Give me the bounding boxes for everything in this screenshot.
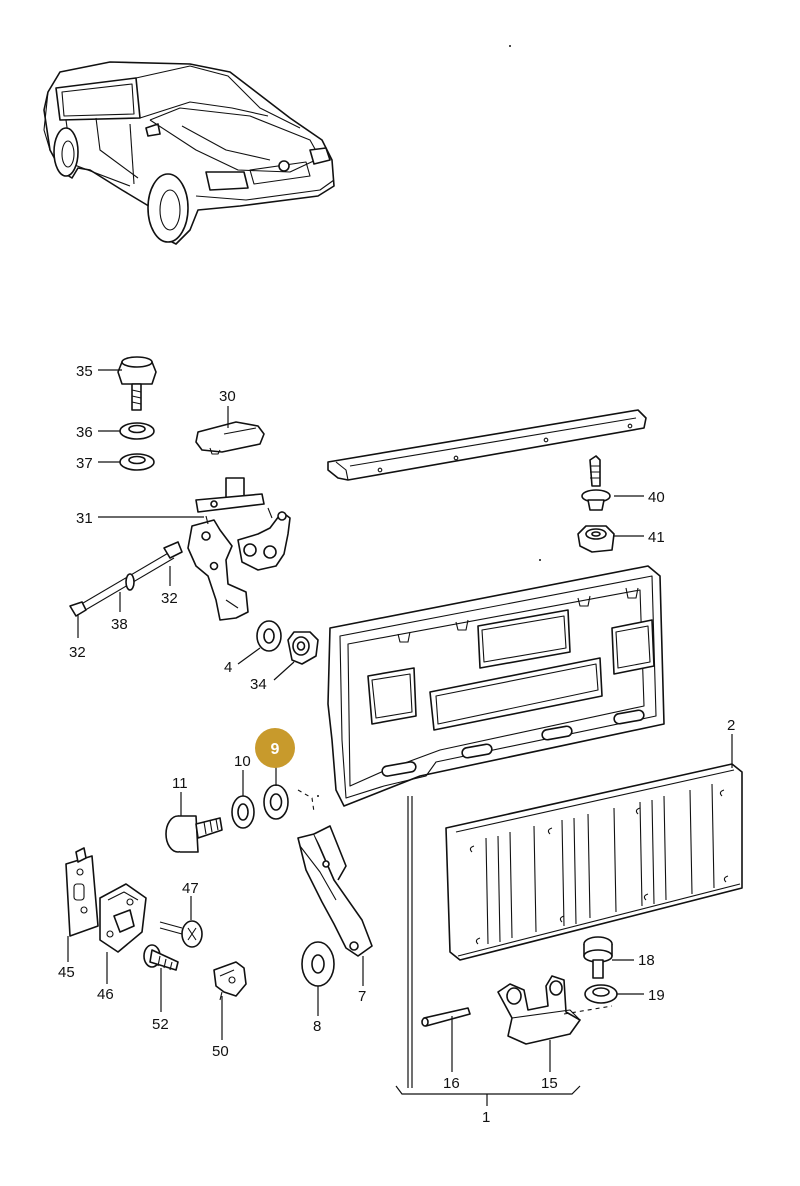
part-31-lock-mechanism	[187, 477, 291, 621]
part-19-washer	[584, 984, 618, 1004]
label-15: 15	[541, 1075, 558, 1092]
part-37-washer	[119, 453, 155, 471]
callout-badge	[255, 728, 295, 768]
part-labels: 35 36 37 30 31 32 32 38 4 34 40 41 2 10 …	[58, 363, 735, 1126]
part-11-bolt	[165, 815, 223, 853]
label-32-left: 32	[69, 644, 86, 661]
part-30-cap	[195, 421, 265, 455]
label-19: 19	[648, 987, 665, 1004]
label-41: 41	[648, 529, 665, 546]
part-41-nut	[577, 525, 615, 553]
label-32-right: 32	[161, 590, 178, 607]
label-30: 30	[219, 388, 236, 405]
label-1: 1	[482, 1109, 490, 1126]
vehicle-illustration	[43, 61, 335, 245]
label-40: 40	[648, 489, 665, 506]
label-47: 47	[182, 880, 199, 897]
hinge-dashline	[563, 1005, 613, 1015]
part-47-screw	[159, 920, 203, 948]
part-35-knob-bolt	[117, 356, 157, 411]
part-52-screw	[143, 944, 179, 971]
part-40-clip-bolt	[581, 455, 611, 511]
label-16: 16	[443, 1075, 460, 1092]
assembly-dashline	[297, 789, 315, 813]
label-50: 50	[212, 1043, 229, 1060]
label-46: 46	[97, 986, 114, 1003]
part-15-hinge	[497, 975, 581, 1045]
label-38: 38	[111, 616, 128, 633]
label-4: 4	[224, 659, 232, 676]
label-11: 11	[172, 775, 188, 792]
label-31: 31	[76, 510, 93, 527]
label-10: 10	[234, 753, 251, 770]
label-8: 8	[313, 1018, 321, 1035]
label-45: 45	[58, 964, 75, 981]
part-50-clip	[213, 961, 247, 1001]
label-52: 52	[152, 1016, 169, 1033]
label-7: 7	[358, 988, 366, 1005]
part-34-nut	[287, 631, 319, 665]
part-36-washer	[119, 422, 155, 440]
leader-lines	[67, 369, 733, 1106]
callout-label-9: 9	[271, 741, 280, 758]
part-16-pin	[421, 1007, 471, 1027]
part-38-cable-rod	[69, 541, 183, 617]
label-34: 34	[250, 676, 267, 693]
label-36: 36	[76, 424, 93, 441]
part-9-bushing	[263, 784, 289, 820]
part-18-bolt	[583, 936, 613, 979]
label-2: 2	[727, 717, 735, 734]
part-7-hinge-strap	[297, 825, 373, 957]
label-37: 37	[76, 455, 93, 472]
part-10-washer	[231, 795, 255, 829]
label-18: 18	[638, 952, 655, 969]
highlighted-callout-9[interactable]: 9	[255, 728, 295, 768]
part-8-washer	[301, 941, 335, 987]
part-2-tailgate-outer-panel	[445, 763, 743, 961]
part-46-striker	[99, 883, 147, 953]
part-4-washer	[256, 620, 282, 652]
tailgate-inner-panel	[327, 565, 665, 807]
part-45-lock-plate	[65, 847, 99, 937]
label-35: 35	[76, 363, 93, 380]
tailgate-top-rail	[327, 409, 647, 481]
